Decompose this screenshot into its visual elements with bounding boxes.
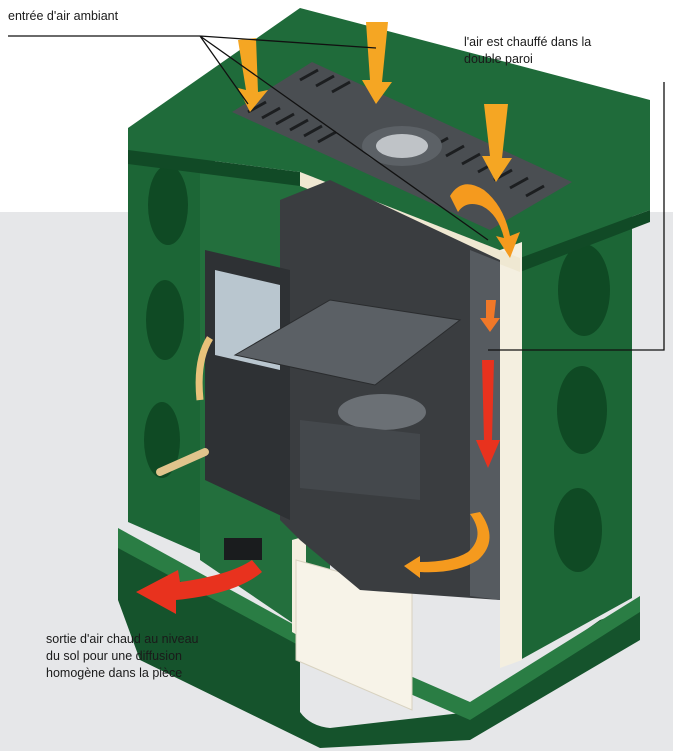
- left-panel-oval-2: [146, 280, 184, 360]
- leader-heated: [488, 82, 665, 351]
- hot-air-down-arrow: [476, 360, 500, 468]
- stove-plinth: [118, 540, 640, 748]
- insulation-wall-right: [500, 242, 522, 668]
- right-panel-oval-3: [554, 488, 602, 572]
- left-panel-oval-1: [148, 165, 188, 245]
- outlet-arrow: [136, 560, 262, 614]
- grate-disc: [338, 394, 426, 430]
- label-air-intake-text: entrée d'air ambiant: [8, 9, 119, 23]
- door-handle: [195, 336, 214, 401]
- label-heated-line-2: double paroi: [464, 52, 533, 66]
- intake-arrow-2: [362, 22, 392, 104]
- air-flow-arrows: [136, 22, 520, 614]
- label-outlet-line-1: sortie d'air chaud au niveau: [46, 632, 199, 646]
- hot-air-channel-arrow: [480, 300, 500, 332]
- label-outlet-line-2: du sol pour une diffusion: [46, 649, 182, 663]
- door-knob: [156, 448, 209, 476]
- leader-intake: [8, 35, 489, 241]
- intake-swirl: [450, 184, 520, 258]
- label-hot-air-outlet: sortie d'air chaud au niveau du sol pour…: [46, 631, 276, 682]
- leader-lines: [8, 35, 665, 351]
- firebox-body: [280, 180, 500, 600]
- ash-grate: [233, 299, 462, 386]
- left-panel-oval-3: [144, 402, 180, 478]
- intake-arrow-3: [482, 104, 512, 182]
- stove-body: [118, 8, 650, 748]
- intake-arrow-1: [238, 38, 268, 112]
- flue-collar-inner: [376, 134, 428, 158]
- floor-air-vent: [224, 538, 262, 560]
- ash-pan: [300, 420, 420, 500]
- label-heated-line-1: l'air est chauffé dans la: [464, 35, 592, 49]
- right-panel-oval-2: [557, 366, 607, 454]
- label-air-intake: entrée d'air ambiant: [8, 8, 118, 25]
- label-heated-air: l'air est chauffé dans la double paroi: [464, 34, 654, 68]
- label-outlet-line-3: homogène dans la pièce: [46, 666, 183, 680]
- hot-air-bottom-curve: [404, 512, 490, 578]
- right-panel-oval-1: [558, 244, 610, 336]
